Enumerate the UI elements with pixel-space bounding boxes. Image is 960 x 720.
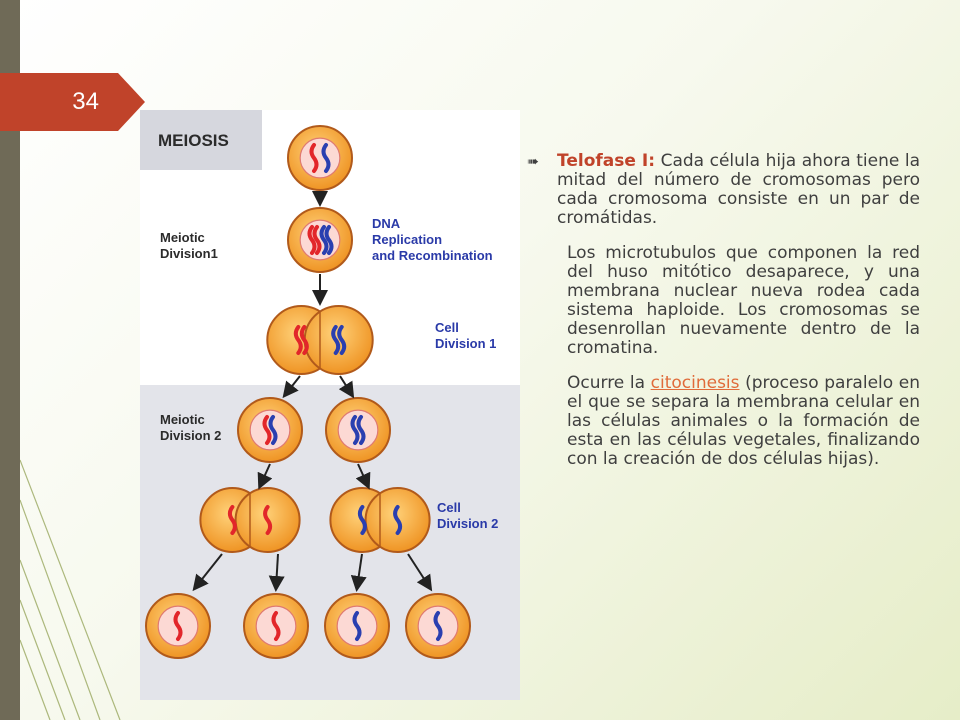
chromosome (393, 505, 403, 535)
chromosome (352, 611, 362, 641)
flow-arrow (192, 553, 223, 592)
flow-arrow (350, 553, 367, 592)
gamete-3 (324, 593, 390, 659)
text-content: ➠ Telofase I: Cada célula hija ahora tie… (527, 152, 920, 469)
arrow-right-bullet-icon: ➠ (527, 154, 539, 170)
bullet-telofase: ➠ Telofase I: Cada célula hija ahora tie… (527, 152, 920, 228)
label-meiotic-2b: Division 2 (160, 428, 221, 443)
cell-division-2a (199, 487, 301, 553)
paragraph-microtubulos: Los microtubulos que componen la red del… (567, 243, 920, 358)
gamete-4 (405, 593, 471, 659)
chromosome (271, 611, 281, 641)
label-meiotic-1a: Meiotic (160, 230, 205, 245)
chromosome (307, 225, 317, 255)
chromosome (357, 505, 367, 535)
flow-arrow (257, 463, 273, 490)
cell-stage-3b (325, 397, 391, 463)
meiosis-diagram: MEIOSIS Meiotic Division1 Meiotic Divisi… (140, 110, 520, 700)
telofase-text: Cada célula hija ahora tiene la mitad de… (557, 151, 920, 228)
citocinesis-post: (proceso paralelo en el que se separa la… (567, 373, 920, 469)
bullet-text: Telofase I: Cada célula hija ahora tiene… (557, 152, 920, 228)
chromosome (227, 505, 237, 535)
flow-arrow (268, 553, 285, 592)
flow-arrow (407, 553, 433, 592)
cell-stage-2 (287, 207, 353, 273)
flow-arrow (355, 463, 371, 490)
label-dna-a: DNA (372, 216, 401, 231)
chromosome (293, 325, 303, 355)
flow-arrow (282, 375, 301, 399)
nucleus (249, 409, 291, 451)
gamete-1 (145, 593, 211, 659)
label-cell1-a: Cell (435, 320, 459, 335)
label-dna-c: and Recombination (372, 248, 493, 263)
chromosome (433, 611, 443, 641)
chromosome (268, 415, 278, 445)
label-meiotic-2a: Meiotic (160, 412, 205, 427)
nucleus (299, 137, 341, 179)
label-meiotic-1b: Division1 (160, 246, 218, 261)
cell-division-2b (329, 487, 431, 553)
chromosome (319, 225, 329, 255)
chromosome (299, 325, 309, 355)
left-accent-bar (0, 0, 20, 720)
cell-stage-1 (287, 125, 353, 191)
chromosome (350, 415, 360, 445)
nucleus (337, 409, 379, 451)
label-cell2-a: Cell (437, 500, 461, 515)
cell-division-1 (266, 305, 374, 375)
label-dna-b: Replication (372, 232, 442, 247)
chromosome (331, 325, 341, 355)
flow-arrow (338, 375, 355, 399)
chromosome (337, 325, 347, 355)
label-cell1-b: Division 1 (435, 336, 496, 351)
gamete-2 (243, 593, 309, 659)
telofase-heading: Telofase I: (557, 151, 656, 171)
meiosis-figure: MEIOSIS Meiotic Division1 Meiotic Divisi… (140, 110, 520, 700)
meiosis-title: MEIOSIS (158, 131, 229, 150)
chromosome (262, 415, 272, 445)
chromosome (321, 143, 331, 173)
chromosome (356, 415, 366, 445)
label-cell2-b: Division 2 (437, 516, 498, 531)
paragraph-citocinesis: Ocurre la citocinesis (proceso paralelo … (567, 374, 920, 469)
slide-number: 34 (0, 73, 145, 131)
citocinesis-pre: Ocurre la (567, 373, 651, 393)
chromosome (309, 143, 319, 173)
chromosome (312, 225, 322, 255)
nucleus (299, 219, 341, 261)
citocinesis-link[interactable]: citocinesis (650, 373, 740, 393)
chromosome (173, 611, 183, 641)
chromosome (263, 505, 273, 535)
cell-stage-3a (237, 397, 303, 463)
decorative-lines (20, 459, 121, 720)
chromosome (324, 225, 334, 255)
daughter-cell (303, 305, 374, 375)
